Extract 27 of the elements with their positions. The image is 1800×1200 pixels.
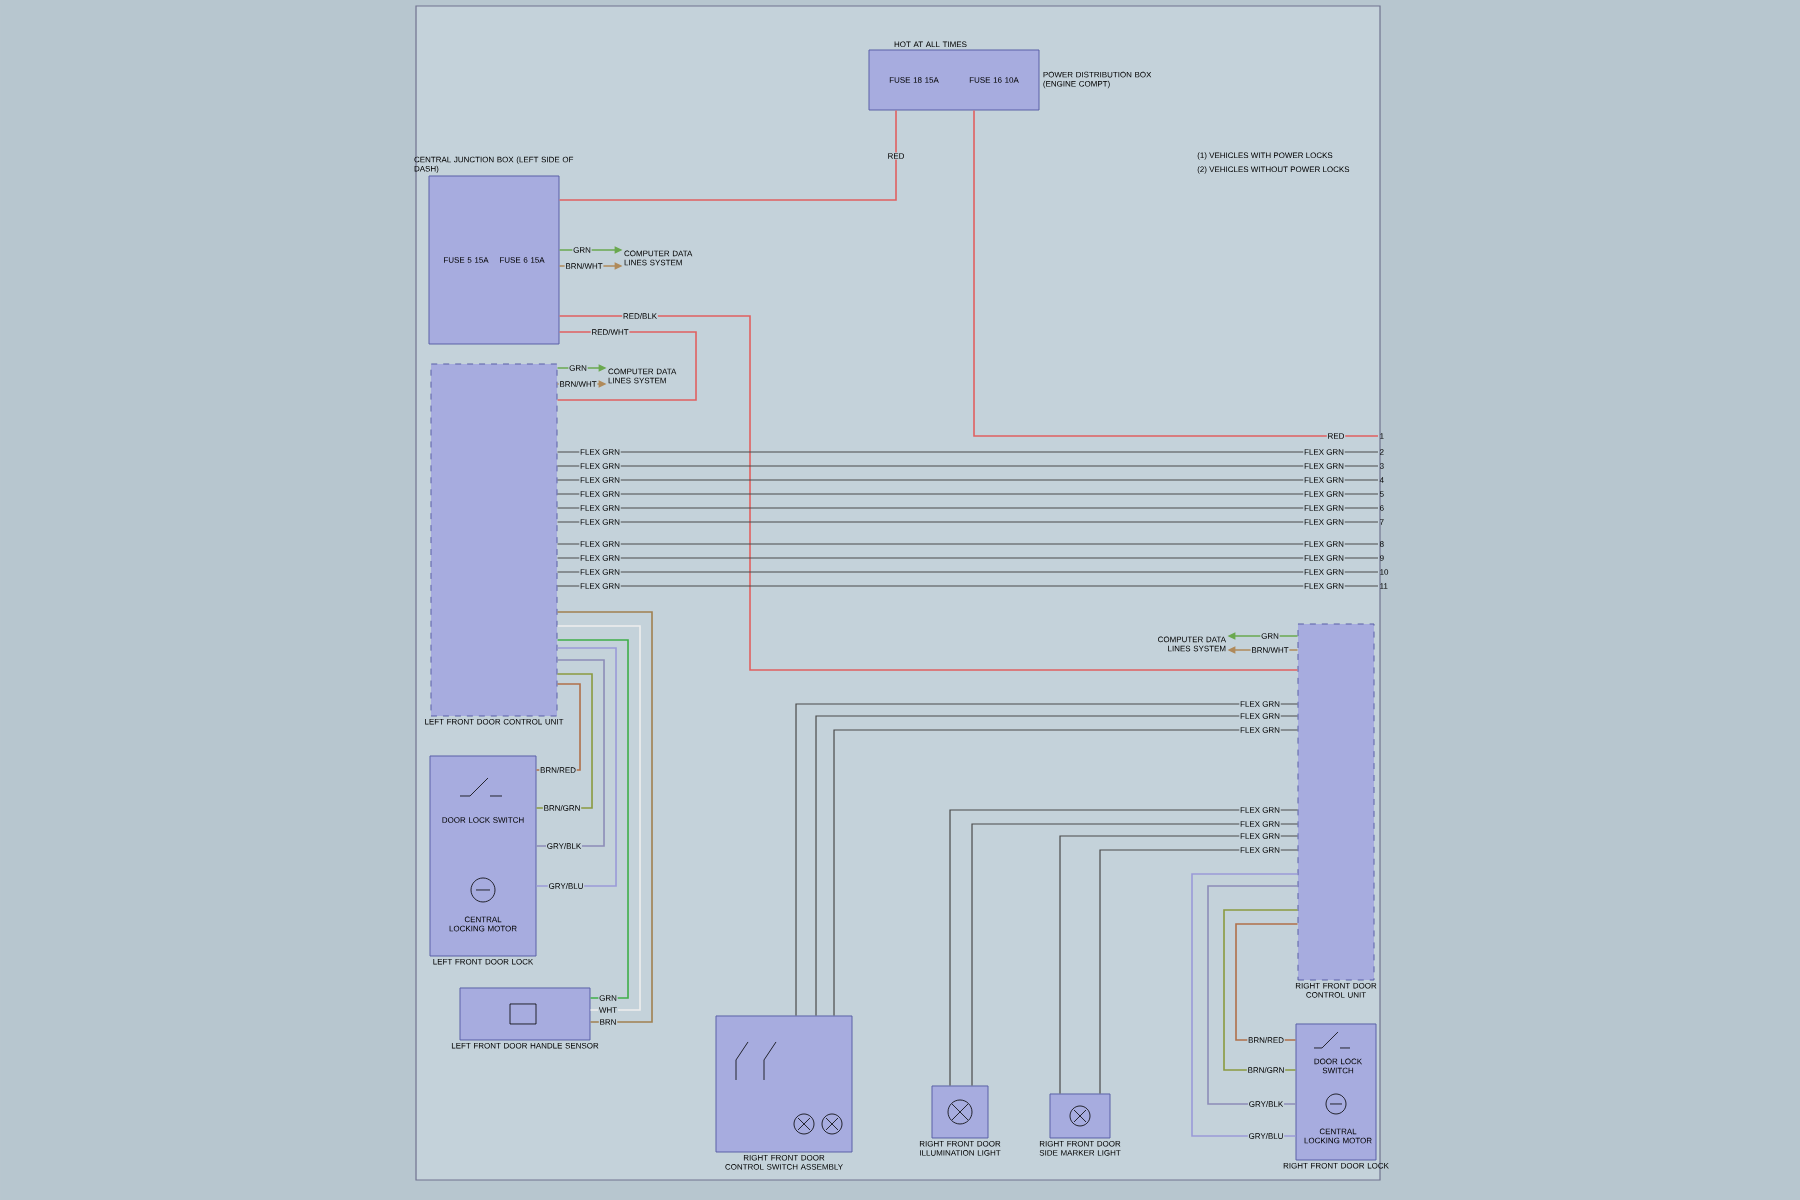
wire [1207,885,1299,1105]
wire [556,331,697,401]
wire [556,493,1379,495]
wire [556,507,1379,509]
wire [535,673,593,809]
wire [1191,873,1299,1137]
wire [556,639,629,999]
wire [556,585,1379,587]
wire [556,557,1379,559]
wire [558,109,897,201]
wire [556,465,1379,467]
wire [556,571,1379,573]
wire [535,659,605,847]
wire [1235,923,1299,1041]
wire [535,683,581,771]
wire [535,647,617,887]
wire [556,451,1379,453]
wire [558,315,1299,671]
wire [973,109,1379,437]
wire [556,521,1379,523]
wire [556,479,1379,481]
wire [1059,835,1299,1095]
wire [1099,849,1299,1095]
wire [556,611,653,1023]
wire [1223,909,1299,1071]
wire [556,543,1379,545]
wire [556,625,641,1011]
